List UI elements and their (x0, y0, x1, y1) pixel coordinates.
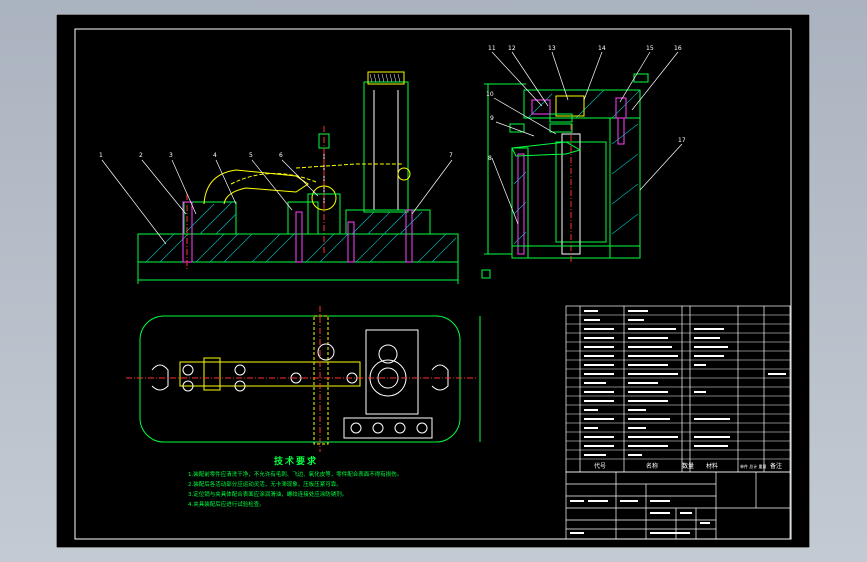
svg-text:1: 1 (99, 152, 103, 159)
tech-requirement-line: 1.装配前零件应清洗干净，不允许有毛刺、飞边、氧化皮等，零件配合表面不得有损伤。 (188, 472, 403, 478)
drawing-frame-inner (74, 28, 792, 540)
bom-qty-header: 数量 (682, 462, 694, 470)
side-balloons: 8 9 10 11 12 13 14 15 16 17 (486, 45, 686, 162)
svg-text:6: 6 (279, 152, 283, 159)
svg-text:4: 4 (213, 152, 217, 159)
tech-requirements-title: 技术要求 (274, 457, 319, 467)
bom-name-header: 名称 (646, 462, 658, 470)
svg-text:17: 17 (678, 137, 686, 144)
front-view: 1 2 3 4 5 6 7 (99, 71, 459, 284)
tech-requirement-line: 4.夹具装配后应进行试验检查。 (188, 502, 265, 508)
svg-text:15: 15 (646, 45, 654, 52)
svg-text:10: 10 (486, 91, 494, 98)
svg-text:12: 12 (508, 45, 516, 52)
side-view: 8 9 10 11 12 13 14 15 16 17 (481, 45, 686, 279)
svg-text:14: 14 (598, 45, 606, 52)
title-block-marks (570, 500, 710, 534)
bom-weight-header: 单件 总计 重量 (740, 463, 767, 469)
svg-text:3: 3 (169, 152, 173, 159)
tech-requirement-line: 3.定位销与夹具体配合表面应涂润滑油，螺纹连接处应涂防锈剂。 (188, 492, 348, 498)
title-block (565, 471, 791, 540)
svg-text:16: 16 (674, 45, 682, 52)
bom-material-header: 材料 (706, 462, 718, 470)
bom-header: 代号 名称 数量 材料 单件 总计 重量 备注 (594, 462, 782, 470)
bom-remark-header: 备注 (770, 462, 782, 470)
tech-requirement-line: 2.装配后各活动部分应运动灵活，无卡滞现象，压板压紧可靠。 (188, 482, 342, 488)
svg-text:13: 13 (548, 45, 556, 52)
svg-text:2: 2 (139, 152, 143, 159)
svg-text:7: 7 (449, 152, 453, 159)
front-balloons: 1 2 3 4 5 6 7 (99, 152, 453, 159)
svg-text:5: 5 (249, 152, 253, 159)
top-view (126, 306, 481, 452)
drawing-frame-outer (56, 14, 810, 548)
svg-text:9: 9 (490, 115, 494, 122)
svg-text:8: 8 (488, 155, 492, 162)
bom-table (565, 305, 791, 473)
svg-text:11: 11 (488, 45, 496, 52)
bom-row-marks (584, 310, 786, 456)
bom-code-header: 代号 (594, 462, 606, 470)
